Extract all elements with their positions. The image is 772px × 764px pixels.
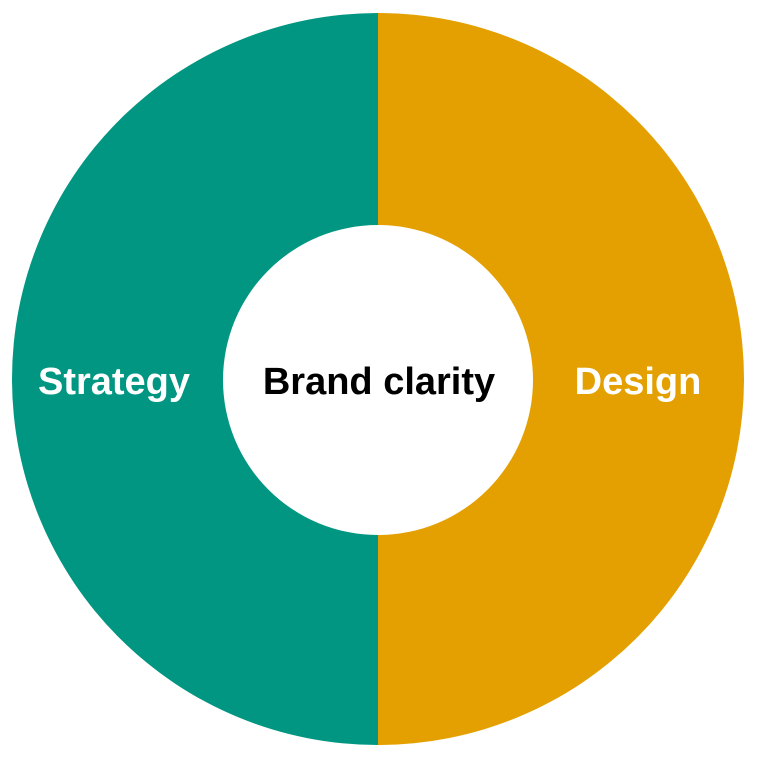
segment-strategy <box>12 13 378 745</box>
center-label: Brand clarity <box>263 361 495 403</box>
segment-label-design: Design <box>575 361 702 403</box>
segment-design <box>378 13 744 745</box>
center-hole <box>224 226 532 534</box>
segment-label-strategy: Strategy <box>38 361 190 403</box>
